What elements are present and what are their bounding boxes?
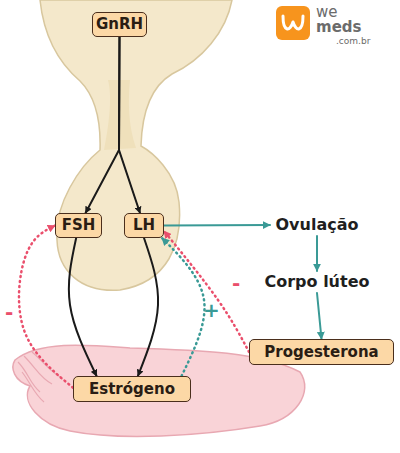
- pathway-arrow: [164, 224, 270, 227]
- logo-text: we: [316, 5, 338, 20]
- feedback-arrow: [162, 238, 205, 376]
- node-text: GnRH: [96, 16, 143, 33]
- pathway-arrow: [86, 37, 120, 213]
- event-node: Corpo lúteo: [258, 271, 376, 293]
- node-text: Progesterona: [264, 344, 378, 361]
- fimbria-line: [18, 362, 40, 392]
- logo-text: .com.br: [336, 37, 370, 46]
- node-text: FSH: [62, 217, 96, 234]
- node-text: LH: [133, 217, 155, 234]
- hormone-box: FSH: [55, 213, 102, 238]
- node-text: Ovulação: [276, 216, 359, 234]
- pathway-arrow: [119, 37, 140, 213]
- hormone-box: LH: [124, 213, 164, 238]
- hormone-box: Estrógeno: [73, 376, 191, 402]
- pathway-arrow: [138, 238, 158, 376]
- hormone-box: GnRH: [92, 12, 147, 37]
- hypothalamus-illustration: [40, 0, 232, 290]
- feedback-sign: +: [203, 300, 220, 320]
- hormone-box: Progesterona: [249, 339, 394, 365]
- feedback-sign: -: [232, 273, 240, 293]
- fimbriae-illustration: [18, 352, 62, 402]
- logo-mark: [276, 6, 310, 40]
- node-text: Estrógeno: [89, 381, 175, 398]
- feedback-arrow: [19, 226, 73, 388]
- fimbria-line: [24, 356, 52, 384]
- logo-text: meds: [316, 20, 361, 35]
- pathway-arrow: [317, 293, 322, 339]
- node-text: Corpo lúteo: [264, 273, 369, 291]
- pathway-arrow: [316, 236, 318, 271]
- pathway-arrow: [69, 238, 97, 376]
- logo-symbol: [283, 16, 303, 29]
- feedback-arrow: [164, 231, 249, 352]
- fimbria-line: [22, 372, 44, 402]
- feedback-sign: -: [5, 302, 13, 322]
- event-node: Ovulação: [270, 214, 364, 236]
